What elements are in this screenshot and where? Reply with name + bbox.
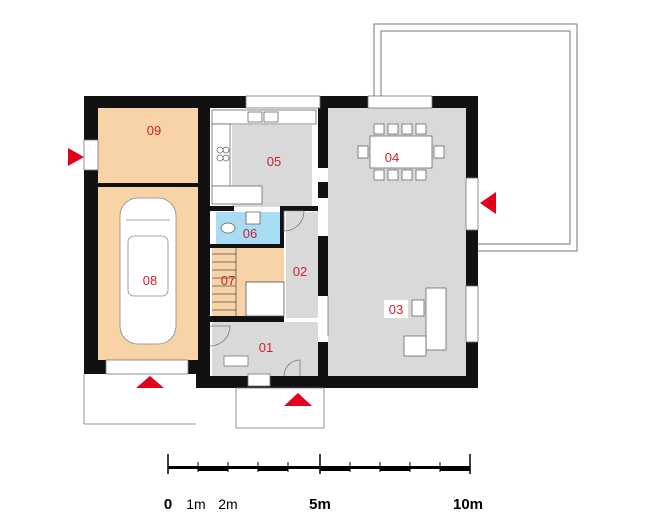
room-label-04: 04 bbox=[385, 150, 399, 165]
room-label-06: 06 bbox=[243, 226, 257, 241]
stair-lower-flight bbox=[245, 281, 285, 317]
entry-arrow-terrace bbox=[480, 192, 496, 214]
entry-arrow-garage bbox=[136, 376, 164, 388]
room-label-03: 03 bbox=[389, 302, 403, 317]
room-label-08: 08 bbox=[143, 273, 157, 288]
room-label-07: 07 bbox=[221, 273, 235, 288]
scale-tick-5m: 5m bbox=[309, 496, 331, 513]
entry-arrows bbox=[68, 148, 496, 406]
room-label-03-box bbox=[384, 300, 408, 318]
windows bbox=[83, 95, 479, 387]
entry-arrow-side bbox=[68, 148, 84, 166]
doors bbox=[209, 210, 329, 377]
entrance-steps bbox=[83, 374, 325, 429]
scale-tick-1m: 1m bbox=[186, 496, 205, 512]
sofa-set bbox=[403, 287, 447, 357]
scale-bar: 0 1m 2m 5m 10m bbox=[164, 454, 483, 513]
interior-walls bbox=[98, 108, 328, 378]
scale-tick-0: 0 bbox=[164, 496, 172, 513]
room-label-01: 01 bbox=[259, 340, 273, 355]
car bbox=[119, 197, 177, 345]
scale-tick-10m: 10m bbox=[453, 496, 483, 513]
room-label-05: 05 bbox=[267, 154, 281, 169]
room-label-09: 09 bbox=[147, 123, 161, 138]
entry-arrow-main bbox=[284, 393, 312, 406]
scale-tick-2m: 2m bbox=[218, 496, 237, 512]
room-09-area bbox=[98, 108, 198, 183]
kitchen-fixtures bbox=[211, 109, 317, 205]
bathroom-fixtures bbox=[220, 211, 261, 234]
room-label-02: 02 bbox=[293, 264, 307, 279]
room-label-04-box bbox=[380, 148, 404, 166]
